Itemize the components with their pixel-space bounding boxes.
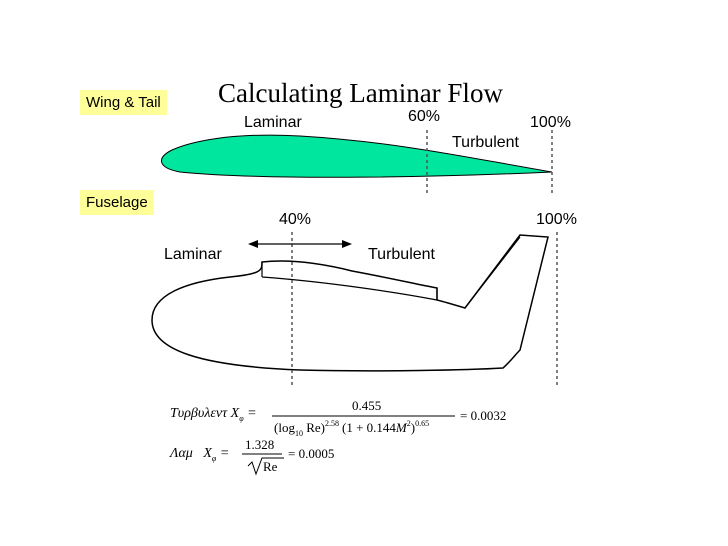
laminar-eq-lhs: Λαμ Xφ = <box>170 446 230 463</box>
turbulent-eq-result: = 0.0032 <box>460 408 507 423</box>
turbulent-eq-lhs: Τυρβυλεντ Xφ = <box>170 406 257 423</box>
sqrt-icon <box>247 457 284 476</box>
denom-exp2: 0.65 <box>415 419 430 428</box>
airfoil-shape <box>161 134 553 178</box>
page-title: Calculating Laminar Flow <box>218 78 503 108</box>
denom-m-sup: 2 <box>406 419 411 428</box>
denom-log-sub: 10 <box>294 429 303 438</box>
denom-log: (log <box>274 420 295 435</box>
fuselage-end-percent: 100% <box>536 211 577 228</box>
canopy-line <box>261 262 438 301</box>
arrowhead-left-icon <box>248 240 258 248</box>
laminar-eq-denominator: Re <box>263 459 278 474</box>
fuselage-laminar-label: Laminar <box>164 246 222 263</box>
wing-end-percent: 100% <box>530 114 571 131</box>
arrowhead-right-icon <box>342 240 352 248</box>
wing-transition-percent: 60% <box>408 108 441 125</box>
fuselage-turbulent-label: Turbulent <box>368 246 435 263</box>
denom-re: Re) <box>302 420 325 435</box>
fuselage-outline <box>151 234 549 372</box>
fuselage-tag: Fuselage <box>80 190 154 215</box>
turbulent-eq-equals: = <box>243 406 257 421</box>
fuselage-transition-percent: 40% <box>279 211 312 228</box>
turbulent-eq-denominator: (log10 Re)2.58(1 + 0.144M2)0.65 <box>274 419 430 438</box>
turbulent-eq-subscript: φ <box>239 414 244 423</box>
denom-close: ) <box>410 420 416 435</box>
wing-laminar-label: Laminar <box>244 114 302 131</box>
denom-mid: (1 + 0.144 <box>341 420 396 435</box>
wing-tail-tag: Wing & Tail <box>80 90 167 115</box>
wing-turbulent-label: Turbulent <box>452 134 519 151</box>
laminar-eq-numerator: 1.328 <box>245 437 275 452</box>
turbulent-eq-lhs-text: Τυρβυλεντ X <box>170 406 240 421</box>
tail-fin-line <box>464 236 521 309</box>
denom-m: M <box>395 420 407 435</box>
laminar-eq-equals: = <box>216 446 230 461</box>
turbulent-eq-numerator: 0.455 <box>352 398 382 413</box>
laminar-eq-subscript: φ <box>211 454 217 463</box>
laminar-eq-result: = 0.0005 <box>288 446 335 461</box>
denom-exp1: 2.58 <box>324 419 339 428</box>
laminar-eq-lhs-text: Λαμ X <box>170 446 212 461</box>
